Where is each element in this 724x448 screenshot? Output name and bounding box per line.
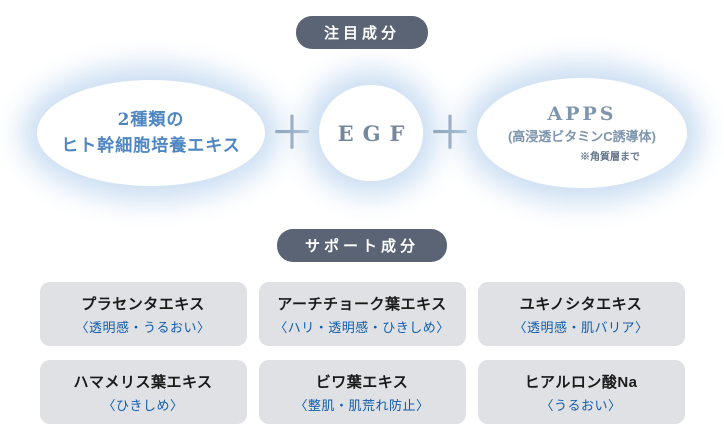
support-card: ヒアルロン酸Na 〈うるおい〉 [477, 360, 685, 424]
card-title: ユキノシタエキス [519, 295, 643, 313]
apps-line2: (高浸透ビタミンC誘導体) [507, 129, 657, 144]
ingredient-egf-ellipse: EGF [319, 85, 423, 181]
plus-icon: ＋ [427, 107, 473, 159]
card-title: ハマメリス葉エキス [73, 373, 213, 391]
egf-label: EGF [337, 120, 414, 146]
apps-label: APPS (高浸透ビタミンC誘導体) ※角質層まで [508, 103, 656, 163]
card-subtitle: 〈ひきしめ〉 [102, 397, 184, 413]
card-title: ビワ葉エキス [315, 373, 409, 391]
stem-cell-line2: ヒト幹細胞培養エキス [61, 136, 241, 156]
ingredient-apps-ellipse: APPS (高浸透ビタミンC誘導体) ※角質層まで [477, 78, 687, 188]
card-subtitle: 〈うるおい〉 [540, 397, 622, 413]
support-card: ビワ葉エキス 〈整肌・肌荒れ防止〉 [258, 360, 466, 424]
card-title: ヒアルロン酸Na [524, 373, 638, 391]
support-card: プラセンタエキス 〈透明感・うるおい〉 [39, 282, 247, 346]
stem-cell-line1: 2種類の [117, 109, 185, 130]
apps-line1: APPS [547, 103, 617, 125]
card-subtitle: 〈透明感・うるおい〉 [75, 319, 211, 335]
apps-note: ※角質層まで [579, 152, 640, 163]
card-subtitle: 〈透明感・肌バリア〉 [513, 319, 649, 335]
card-subtitle: 〈ハリ・透明感・ひきしめ〉 [274, 319, 450, 335]
support-badge: サポート成分 [276, 229, 447, 262]
featured-ingredients-row: 2種類の ヒト幹細胞培養エキス ＋ EGF ＋ APPS (高浸透ビタミンC誘導… [0, 63, 724, 203]
support-card: アーチチョーク葉エキス 〈ハリ・透明感・ひきしめ〉 [258, 282, 466, 346]
support-card: ハマメリス葉エキス 〈ひきしめ〉 [39, 360, 247, 424]
stem-cell-label: 2種類の ヒト幹細胞培養エキス [61, 107, 241, 160]
support-card: ユキノシタエキス 〈透明感・肌バリア〉 [477, 282, 685, 346]
card-subtitle: 〈整肌・肌荒れ防止〉 [294, 397, 430, 413]
plus-icon: ＋ [269, 107, 315, 159]
card-title: アーチチョーク葉エキス [277, 295, 447, 313]
featured-badge: 注目成分 [295, 16, 428, 49]
card-title: プラセンタエキス [81, 295, 205, 313]
support-cards-grid: プラセンタエキス 〈透明感・うるおい〉 アーチチョーク葉エキス 〈ハリ・透明感・… [0, 282, 724, 424]
ingredient-stem-cell-ellipse: 2種類の ヒト幹細胞培養エキス [37, 80, 265, 186]
